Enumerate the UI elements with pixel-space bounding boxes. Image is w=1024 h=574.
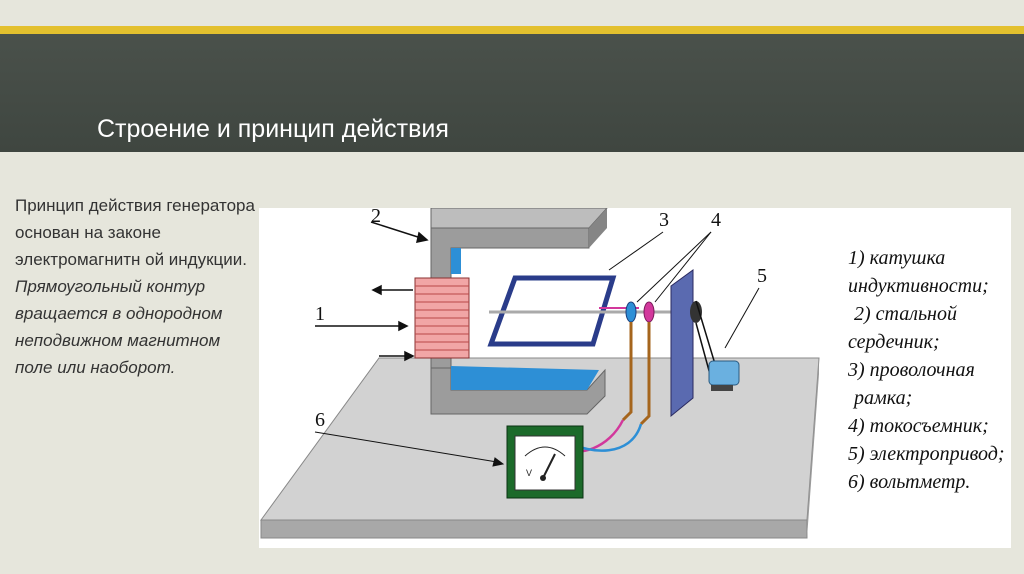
- generator-diagram: V 2 1 3 4 5 6: [259, 205, 1011, 548]
- voltmeter-symbol: V: [526, 468, 532, 478]
- voltmeter-scale: [524, 446, 566, 457]
- gold-accent-line: [0, 26, 1024, 34]
- legend-item: 5) электропривод;: [848, 443, 1005, 465]
- legend-item: 4) токосъемник;: [848, 415, 989, 437]
- slip-ring-blue: [625, 301, 637, 323]
- label-6: 6: [315, 409, 325, 431]
- leader-lines: [314, 231, 760, 467]
- slide-title: Строение и принцип действия: [97, 115, 449, 143]
- base-plate-front: [260, 519, 808, 539]
- legend-item: рамка;: [854, 387, 913, 409]
- core-top-face: [430, 207, 609, 229]
- wire-frame: [487, 275, 617, 347]
- description-principle: Принцип действия генератора основан на з…: [15, 196, 255, 269]
- voltmeter-pivot: [540, 475, 546, 481]
- top-strip: [0, 0, 1024, 26]
- description-text: Принцип действия генератора основан на з…: [15, 192, 255, 381]
- description-rotation: Прямоугольный контур вращается в однород…: [15, 277, 223, 377]
- legend-item: индуктивности;: [848, 275, 989, 297]
- core-side: [589, 208, 607, 248]
- electric-motor: [708, 360, 740, 386]
- voltmeter-face: [514, 435, 576, 491]
- field-arrows: [315, 221, 429, 362]
- slide-header: Строение и принцип действия: [0, 34, 1024, 152]
- legend-item: 1) катушка: [848, 247, 946, 269]
- slip-ring-pink: [643, 301, 655, 323]
- brushes: [621, 322, 651, 426]
- diagram-legend: 1) катушка индуктивности; 2) стальной се…: [848, 244, 1018, 496]
- pole-bottom-blue: [451, 366, 599, 390]
- label-2: 2: [371, 208, 381, 227]
- generator-diagram-svg: V 2 1 3 4 5 6: [260, 205, 820, 539]
- pulley: [690, 301, 702, 323]
- voltmeter-needle: [542, 453, 556, 479]
- legend-item: 2) стальной: [854, 303, 957, 325]
- motor-mount: [711, 385, 733, 391]
- base-plate-side: [807, 358, 819, 538]
- label-5: 5: [757, 265, 767, 287]
- coil-windings: [415, 285, 469, 351]
- legend-item: сердечник;: [848, 331, 940, 353]
- label-3: 3: [659, 209, 669, 231]
- pole-top-blue: [451, 248, 461, 274]
- label-4: 4: [711, 209, 721, 231]
- drive-plate: [670, 269, 694, 418]
- legend-item: 6) вольтметр.: [848, 471, 971, 493]
- legend-item: 3) проволочная: [848, 359, 975, 381]
- label-1: 1: [315, 303, 325, 325]
